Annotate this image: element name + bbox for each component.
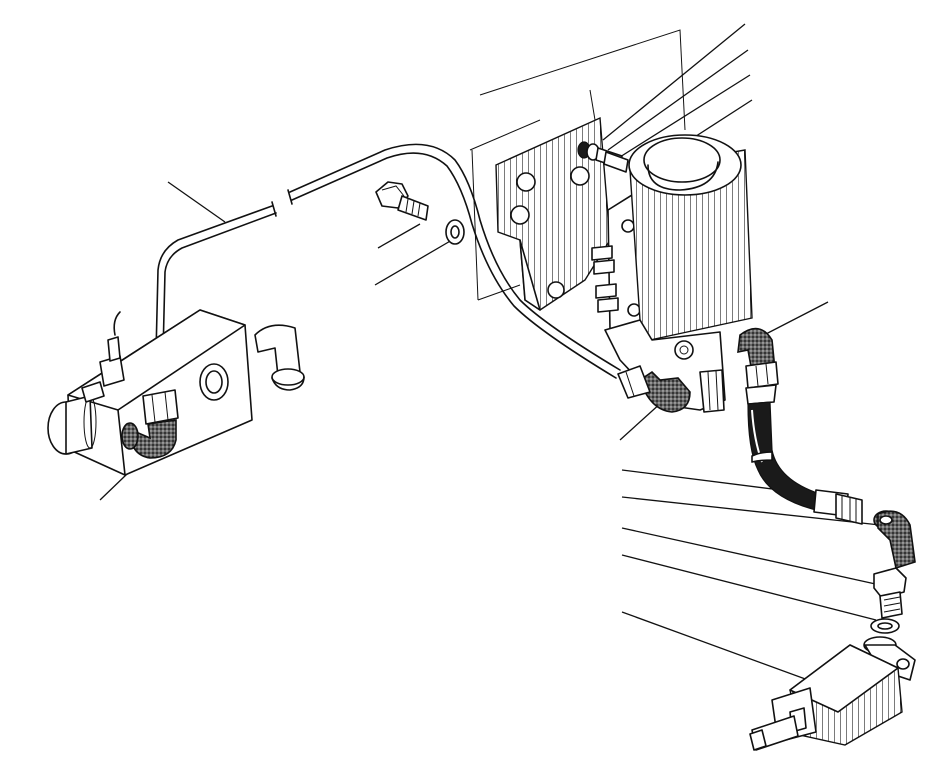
leader-elbow bbox=[621, 496, 881, 526]
leader-top-4 bbox=[689, 99, 753, 141]
leader-right-hose bbox=[761, 301, 829, 337]
washer bbox=[445, 219, 465, 245]
distribution-block bbox=[47, 309, 305, 476]
bolt bbox=[375, 181, 429, 221]
mounting-bracket bbox=[495, 116, 611, 311]
sealing-washer bbox=[870, 618, 900, 634]
leader-sealing-washer bbox=[621, 554, 877, 621]
leader-adapter bbox=[621, 527, 881, 586]
leader-bolt bbox=[377, 223, 421, 249]
master-cylinder bbox=[591, 134, 779, 413]
elbow-fitting bbox=[873, 510, 916, 570]
leader-cylinder-elbow bbox=[619, 401, 663, 441]
leader-washer bbox=[374, 239, 453, 286]
flexible-hose bbox=[745, 384, 863, 525]
leader-top-1 bbox=[602, 23, 746, 141]
leader-top-2 bbox=[607, 49, 749, 151]
bracket-bolts bbox=[577, 141, 629, 173]
adapter bbox=[873, 567, 907, 619]
rigid-pipe bbox=[154, 143, 621, 396]
leader-slave-cylinder bbox=[621, 611, 831, 689]
slave-cylinder bbox=[749, 636, 916, 751]
leader-pipe bbox=[167, 181, 226, 223]
bulkhead-panel bbox=[469, 29, 686, 301]
leader-top-3 bbox=[611, 74, 751, 163]
leader-lines bbox=[99, 23, 881, 689]
